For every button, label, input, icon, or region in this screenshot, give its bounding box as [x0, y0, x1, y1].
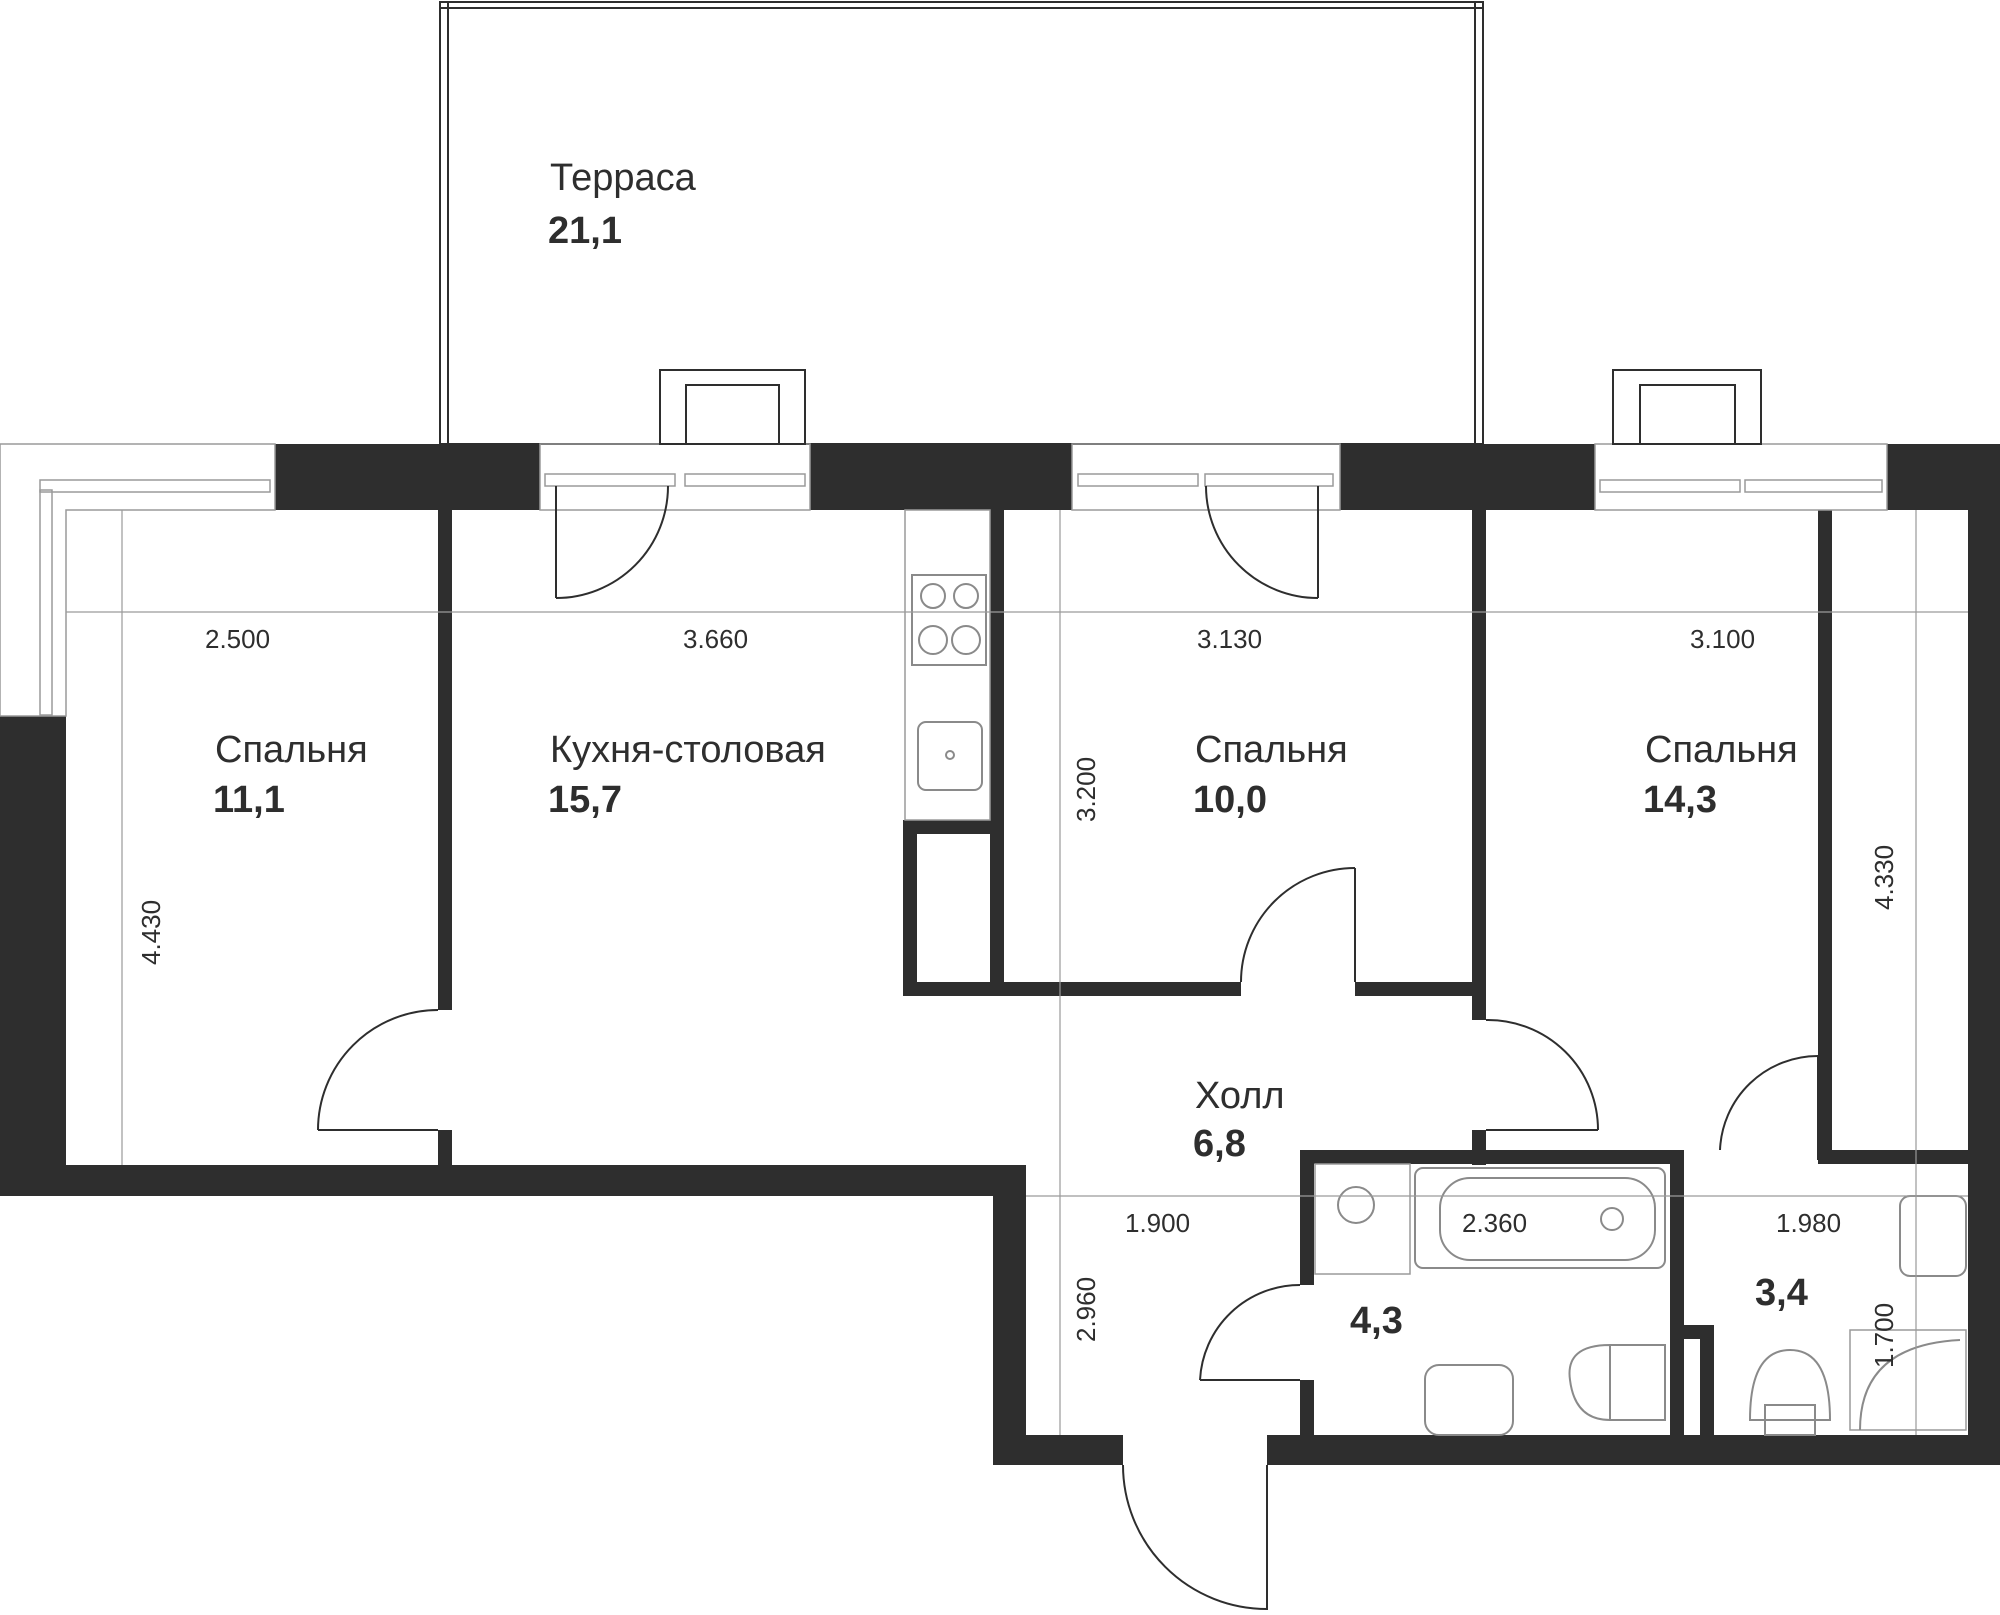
room-area-bedroom2: 10,0	[1193, 779, 1267, 821]
room-name-bedroom2: Спальня	[1195, 729, 1348, 771]
windows	[0, 443, 1888, 717]
dim-bedroom1-width: 2.500	[205, 624, 270, 654]
dim-bedroom3-width: 3.100	[1690, 624, 1755, 654]
room-area-kitchen: 15,7	[548, 779, 622, 821]
dim-bedroom2-depth: 3.200	[1071, 757, 1101, 822]
room-area-wc: 3,4	[1755, 1272, 1808, 1314]
dimension-lines	[66, 510, 1968, 1435]
room-name-hall: Холл	[1195, 1075, 1285, 1117]
dim-hall-depth: 2.960	[1071, 1277, 1101, 1342]
walls	[0, 444, 2000, 1465]
dimension-labels: 2.500 3.660 3.130 3.100 1.900 2.360 1.98…	[136, 624, 1899, 1368]
dim-bathroom-width: 2.360	[1462, 1208, 1527, 1238]
room-area-hall: 6,8	[1193, 1123, 1246, 1165]
dim-bedroom3-depth: 4.330	[1869, 845, 1899, 910]
dim-hall-width: 1.900	[1125, 1208, 1190, 1238]
room-area-bedroom3: 14,3	[1643, 779, 1717, 821]
room-labels: Терраса 21,1 Спальня 11,1 Кухня-столовая…	[213, 157, 1808, 1342]
room-area-terrace: 21,1	[548, 210, 622, 252]
dim-wc-depth: 1.700	[1869, 1303, 1899, 1368]
dim-wc-width: 1.980	[1776, 1208, 1841, 1238]
dim-bedroom1-depth: 4.430	[136, 900, 166, 965]
room-name-kitchen: Кухня-столовая	[550, 729, 826, 771]
terrace-door-frames	[659, 369, 1762, 445]
bathroom-fixtures	[1314, 1163, 1666, 1436]
room-name-bedroom1: Спальня	[215, 729, 368, 771]
room-name-terrace: Терраса	[550, 157, 697, 199]
dim-kitchen-width: 3.660	[683, 624, 748, 654]
room-area-bathroom: 4,3	[1350, 1300, 1403, 1342]
room-area-bedroom1: 11,1	[213, 779, 285, 821]
kitchen-fixtures	[904, 509, 991, 821]
dim-bedroom2-width: 3.130	[1197, 624, 1262, 654]
doors	[317, 485, 1819, 1610]
room-name-bedroom3: Спальня	[1645, 729, 1798, 771]
